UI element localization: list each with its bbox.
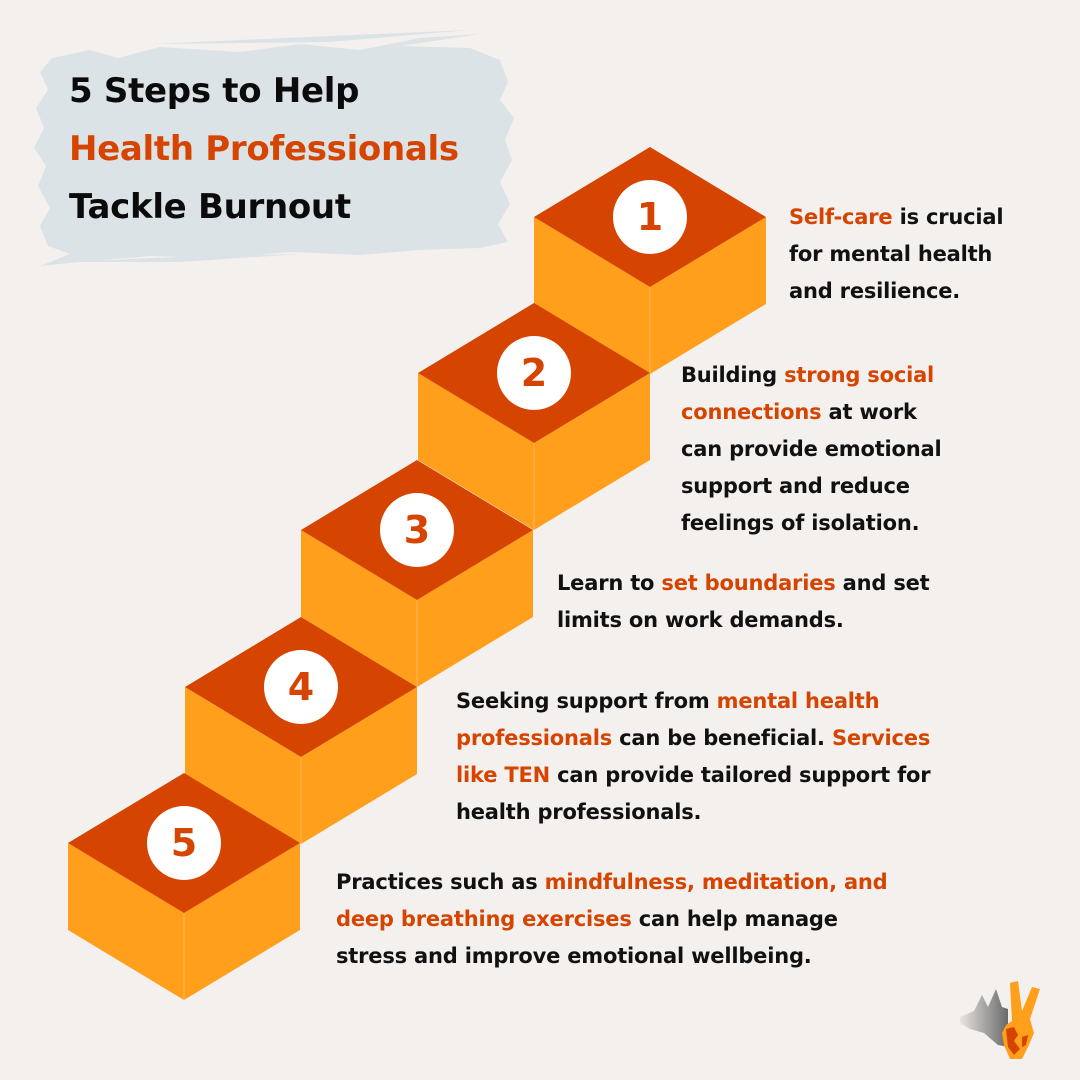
cube-right-face bbox=[534, 373, 650, 530]
step-number-badge: 5 bbox=[147, 806, 221, 880]
cube-left-face bbox=[301, 530, 417, 687]
cube-right-face bbox=[184, 843, 300, 1000]
title-line-1: 5 Steps to Help bbox=[69, 71, 360, 111]
highlighted-phrase: connections bbox=[681, 400, 822, 424]
text-segment: feelings of isolation. bbox=[681, 511, 920, 535]
description-line: for mental health bbox=[789, 236, 1003, 273]
text-segment: can provide tailored support for bbox=[550, 763, 931, 787]
description-line: professionals can be beneficial. Service… bbox=[456, 720, 930, 757]
highlighted-phrase: deep breathing exercises bbox=[336, 907, 632, 931]
highlighted-phrase: strong social bbox=[784, 363, 935, 387]
cube-left-face bbox=[418, 373, 534, 530]
text-segment: can provide emotional bbox=[681, 437, 942, 461]
text-segment: Practices such as bbox=[336, 870, 545, 894]
step-5-description: Practices such as mindfulness, meditatio… bbox=[336, 864, 888, 975]
title-line-2-highlight: Health Professionals bbox=[69, 129, 459, 169]
page-title: 5 Steps to Help Health Professionals Tac… bbox=[69, 62, 459, 236]
description-line: feelings of isolation. bbox=[681, 505, 942, 542]
description-line: connections at work bbox=[681, 394, 942, 431]
description-line: can provide emotional bbox=[681, 431, 942, 468]
text-segment: and resilience. bbox=[789, 279, 961, 303]
highlighted-phrase: Services bbox=[831, 726, 931, 750]
step-number-badge: 4 bbox=[264, 650, 338, 724]
text-segment: and set bbox=[835, 571, 930, 595]
highlighted-phrase: professionals bbox=[456, 726, 613, 750]
description-line: limits on work demands. bbox=[557, 602, 930, 639]
description-line: Self-care is crucial bbox=[789, 199, 1004, 236]
cube-right-face bbox=[301, 687, 417, 844]
description-line: health professionals. bbox=[456, 794, 930, 831]
description-line: Seeking support from mental health bbox=[456, 683, 930, 720]
title-brush-background bbox=[34, 30, 514, 266]
description-line: Building strong social bbox=[681, 357, 942, 394]
text-segment: support and reduce bbox=[681, 474, 910, 498]
text-segment: is crucial bbox=[892, 205, 1004, 229]
text-segment: for mental health bbox=[789, 242, 993, 266]
text-segment: limits on work demands. bbox=[557, 608, 844, 632]
title-line-3: Tackle Burnout bbox=[69, 187, 351, 227]
step-number-badge: 2 bbox=[497, 336, 571, 410]
description-line: Practices such as mindfulness, meditatio… bbox=[336, 864, 888, 901]
highlighted-phrase: like TEN bbox=[456, 763, 550, 787]
description-line: Learn to set boundaries and set bbox=[557, 565, 930, 602]
text-segment: Building bbox=[681, 363, 785, 387]
text-segment: Learn to bbox=[557, 571, 662, 595]
text-segment: Seeking support from bbox=[456, 689, 717, 713]
text-segment: can help manage bbox=[631, 907, 838, 931]
description-line: deep breathing exercises can help manage bbox=[336, 901, 888, 938]
description-line: like TEN can provide tailored support fo… bbox=[456, 757, 931, 794]
text-segment: stress and improve emotional wellbeing. bbox=[336, 944, 812, 968]
step-number-badge: 1 bbox=[613, 180, 687, 254]
hand-wolf-shadow-logo-icon bbox=[960, 981, 1040, 1059]
description-line: support and reduce bbox=[681, 468, 942, 505]
text-segment: can be beneficial. bbox=[612, 726, 832, 750]
cube-left-face bbox=[185, 687, 301, 844]
highlighted-phrase: mental health bbox=[716, 689, 880, 713]
text-segment: at work bbox=[821, 400, 917, 424]
cube-right-face bbox=[650, 217, 766, 374]
cube-right-face bbox=[417, 530, 533, 687]
text-segment: health professionals. bbox=[456, 800, 702, 824]
highlighted-phrase: set boundaries bbox=[661, 571, 836, 595]
description-line: and resilience. bbox=[789, 273, 1003, 310]
highlighted-phrase: Self-care bbox=[789, 205, 893, 229]
step-1-description: Self-care is crucial for mental health and… bbox=[789, 199, 1004, 310]
cube-left-face bbox=[68, 843, 184, 1000]
highlighted-phrase: mindfulness, meditation, and bbox=[544, 870, 888, 894]
step-3-description: Learn to set boundaries and set limits on… bbox=[557, 565, 930, 639]
cube-left-face bbox=[534, 217, 650, 374]
step-number-badge: 3 bbox=[380, 493, 454, 567]
description-line: stress and improve emotional wellbeing. bbox=[336, 938, 888, 975]
